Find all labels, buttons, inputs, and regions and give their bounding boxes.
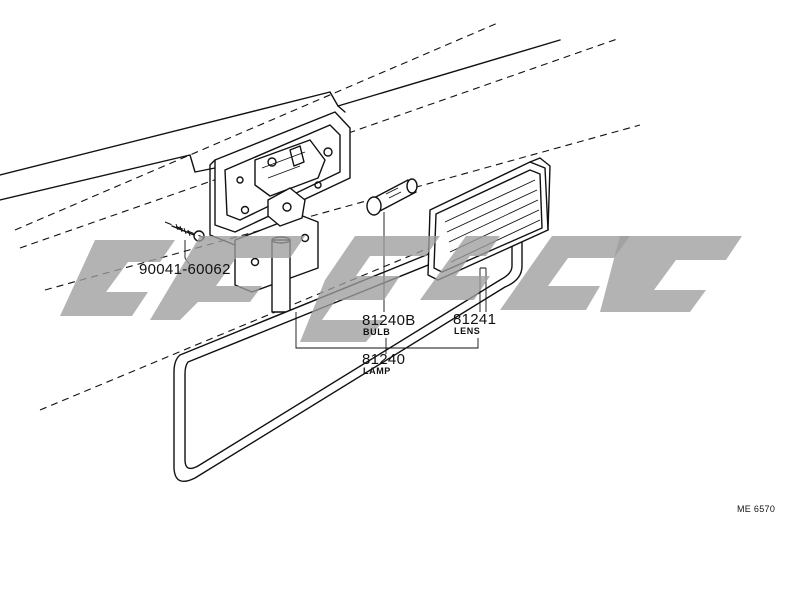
- part-number-bulb: 81240B: [362, 312, 416, 329]
- part-number-lens: 81241: [453, 311, 497, 328]
- part-number-clip: 90041-60062: [139, 261, 231, 278]
- watermark-logo: [60, 236, 742, 342]
- part-name-lamp: LAMP: [363, 366, 391, 376]
- lamp-housing: [209, 111, 351, 246]
- part-number-lamp: 81240: [362, 351, 406, 368]
- part-name-lens: LENS: [454, 326, 481, 336]
- part-name-bulb: BULB: [363, 327, 391, 337]
- reference-code: ME 6570: [737, 504, 776, 514]
- bulb: [366, 178, 418, 216]
